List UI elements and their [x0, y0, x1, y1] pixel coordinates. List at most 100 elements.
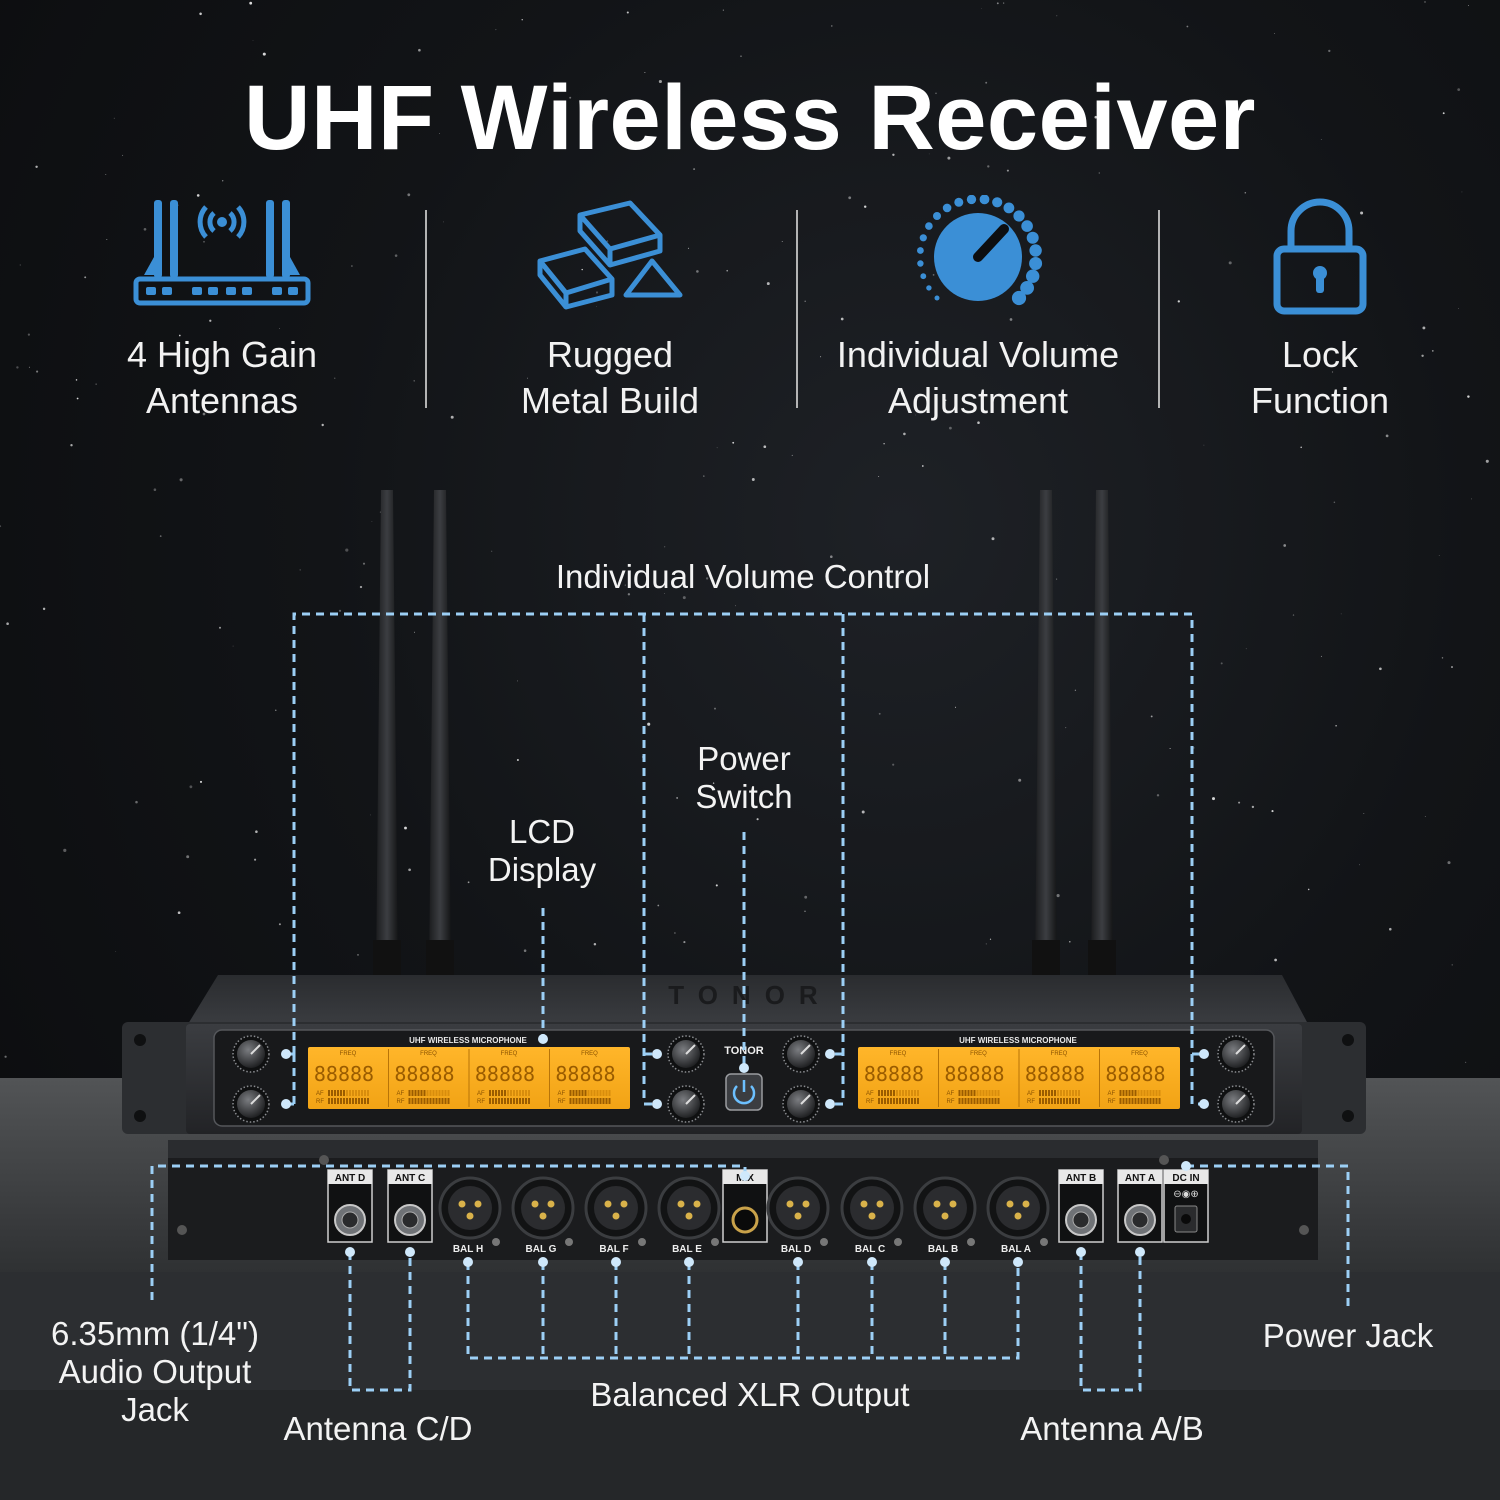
feature-line-2: Function	[1250, 380, 1390, 421]
callout-antenna-cd: Antenna C/D	[283, 1410, 473, 1447]
feature-line-1: Individual Volume	[836, 334, 1120, 375]
feature-line-2: Adjustment	[887, 380, 1069, 421]
panel-label: UHF WIRELESS MICROPHONE	[959, 1036, 1077, 1045]
svg-text:FREQ: FREQ	[340, 1051, 357, 1057]
antenna-d-connector[interactable]: ANT D	[327, 1169, 373, 1243]
volume-knob-icon	[917, 195, 1043, 306]
svg-text:88888: 88888	[394, 1062, 454, 1086]
feature-metal-build: Rugged Metal Build	[450, 195, 770, 424]
feature-divider	[425, 210, 427, 408]
volume-knob[interactable]	[667, 1035, 705, 1073]
svg-text:88888: 88888	[944, 1062, 1004, 1086]
brand-embossed: TONOR	[668, 980, 831, 1010]
svg-text:FREQ: FREQ	[420, 1051, 437, 1057]
feature-line-1: 4 High Gain	[126, 334, 318, 375]
page-title: UHF Wireless Receiver	[244, 67, 1256, 169]
svg-text:ANT B: ANT B	[1066, 1173, 1097, 1184]
power-icon	[732, 1085, 756, 1105]
svg-text:ANT C: ANT C	[395, 1173, 426, 1184]
callout-power-jack: Power Jack	[1262, 1317, 1434, 1354]
brand-logo: TONOR	[724, 1045, 764, 1057]
xlr-output-5[interactable]: BAL D	[766, 1176, 830, 1255]
feature-divider	[1158, 210, 1160, 408]
xlr-label: BAL G	[526, 1244, 557, 1255]
xlr-label: BAL A	[1001, 1244, 1031, 1255]
xlr-output-6[interactable]: BAL C	[840, 1176, 904, 1255]
feature-line-2: Metal Build	[520, 380, 700, 421]
svg-text:DC IN: DC IN	[1172, 1173, 1199, 1184]
feature-line-2: Antennas	[145, 380, 299, 421]
volume-knob[interactable]	[782, 1035, 820, 1073]
svg-text:RF: RF	[1027, 1099, 1035, 1105]
xlr-label: BAL B	[928, 1244, 958, 1255]
svg-text:FREQ: FREQ	[1131, 1051, 1148, 1057]
svg-text:FREQ: FREQ	[890, 1051, 907, 1057]
padlock-icon	[1273, 198, 1367, 315]
xlr-label: BAL E	[672, 1244, 702, 1255]
xlr-label: BAL F	[599, 1244, 628, 1255]
svg-text:FREQ: FREQ	[970, 1051, 987, 1057]
svg-text:RF: RF	[316, 1099, 324, 1105]
receiver-top-cover	[188, 975, 1308, 1024]
svg-text:AF: AF	[866, 1091, 874, 1097]
polarity-icon: ⊖◉⊕	[1173, 1189, 1198, 1200]
callout-balanced-xlr: Balanced XLR Output	[590, 1376, 910, 1413]
svg-text:88888: 88888	[314, 1062, 374, 1086]
xlr-label: BAL C	[855, 1244, 885, 1255]
svg-text:RF: RF	[558, 1099, 566, 1105]
callout-lcd-display: LCD Display	[487, 813, 597, 888]
xlr-output-2[interactable]: BAL G	[511, 1176, 575, 1255]
svg-text:AF: AF	[316, 1091, 324, 1097]
callout-audio-jack: 6.35mm (1/4") Audio Output Jack	[51, 1315, 259, 1428]
svg-text:AF: AF	[477, 1091, 485, 1097]
svg-text:FREQ: FREQ	[501, 1051, 518, 1057]
svg-text:88888: 88888	[1105, 1062, 1165, 1086]
svg-text:FREQ: FREQ	[1051, 1051, 1068, 1057]
svg-text:88888: 88888	[555, 1062, 615, 1086]
feature-volume: Individual Volume Adjustment	[818, 195, 1138, 424]
power-button[interactable]	[725, 1073, 763, 1111]
volume-knob[interactable]	[667, 1085, 705, 1123]
xlr-output-1[interactable]: BAL H	[438, 1176, 502, 1255]
power-jack[interactable]: DC IN ⊖◉⊕	[1163, 1169, 1209, 1243]
antenna-c-connector[interactable]: ANT C	[387, 1169, 433, 1243]
volume-knob[interactable]	[232, 1085, 270, 1123]
antenna-a-connector[interactable]: ANT A	[1117, 1169, 1163, 1243]
feature-line-1: Lock	[1281, 334, 1359, 375]
svg-text:RF: RF	[866, 1099, 874, 1105]
volume-knob[interactable]	[782, 1085, 820, 1123]
volume-knob[interactable]	[232, 1035, 270, 1073]
svg-text:AF: AF	[558, 1091, 566, 1097]
metal-bars-icon	[537, 200, 683, 310]
xlr-label: BAL H	[453, 1244, 483, 1255]
panel-label: UHF WIRELESS MICROPHONE	[409, 1036, 527, 1045]
xlr-label: BAL D	[781, 1244, 811, 1255]
callout-volume-control: Individual Volume Control	[555, 558, 931, 595]
callout-antenna-ab: Antenna A/B	[1020, 1410, 1204, 1447]
svg-text:AF: AF	[1108, 1091, 1116, 1097]
svg-text:FREQ: FREQ	[581, 1051, 598, 1057]
volume-knob[interactable]	[1217, 1035, 1255, 1073]
svg-text:ANT D: ANT D	[335, 1173, 366, 1184]
feature-lock: Lock Function	[1160, 195, 1480, 424]
xlr-output-3[interactable]: BAL F	[584, 1176, 648, 1255]
svg-text:ANT A: ANT A	[1125, 1173, 1155, 1184]
svg-text:RF: RF	[1108, 1099, 1116, 1105]
xlr-output-4[interactable]: BAL E	[657, 1176, 721, 1255]
svg-text:AF: AF	[1027, 1091, 1035, 1097]
antenna-receiver-icon	[133, 200, 311, 306]
xlr-output-7[interactable]: BAL B	[913, 1176, 977, 1255]
callout-dots	[281, 1034, 1209, 1267]
antenna-left-pair	[373, 490, 454, 975]
xlr-output-8[interactable]: BAL A	[986, 1176, 1050, 1255]
svg-text:RF: RF	[397, 1099, 405, 1105]
antenna-right-pair	[1032, 490, 1116, 975]
volume-knob[interactable]	[1217, 1085, 1255, 1123]
antenna-b-connector[interactable]: ANT B	[1058, 1169, 1104, 1243]
svg-text:88888: 88888	[1025, 1062, 1085, 1086]
callout-power-switch: Power Switch	[695, 740, 793, 815]
